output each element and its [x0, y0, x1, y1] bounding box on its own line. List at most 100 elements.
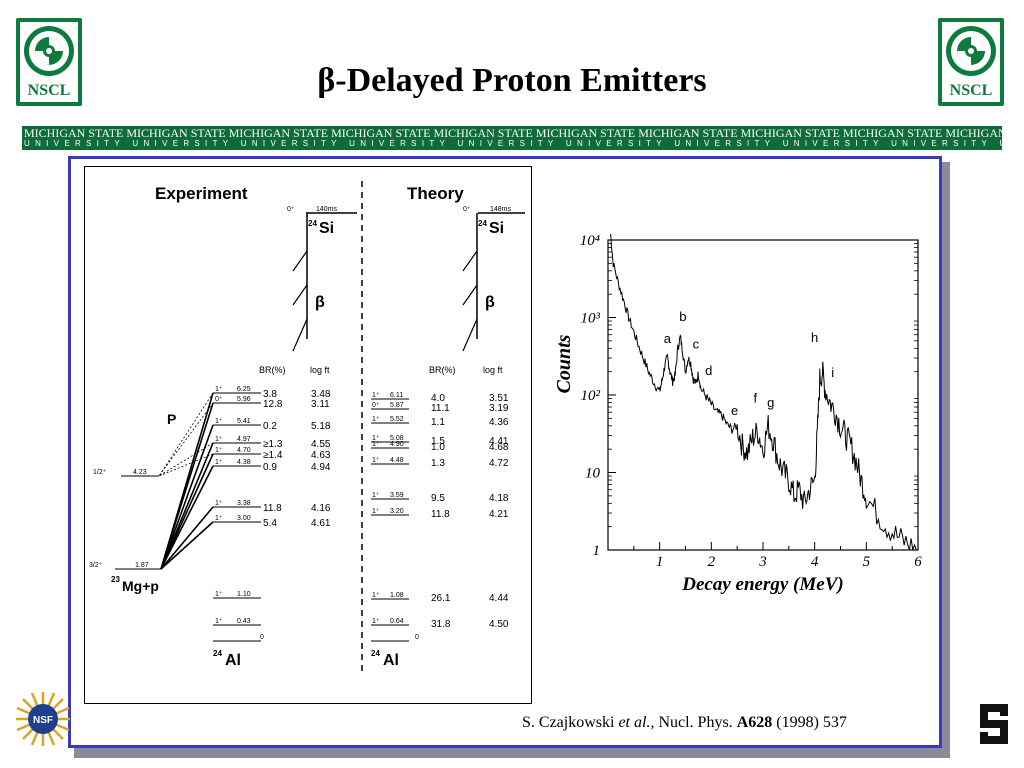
- swirl-icon: [24, 26, 74, 76]
- peak-label: h: [811, 330, 818, 345]
- exp-level-br: 5.4: [263, 518, 277, 529]
- peak-label: f: [753, 391, 757, 406]
- exp-level-logft: 5.18: [311, 421, 331, 432]
- th-level-energy: 5.87: [390, 402, 404, 409]
- th-level-energy: 6.11: [390, 392, 403, 399]
- citation-rest: (1998) 537: [772, 714, 847, 731]
- exp-level-logft: 4.61: [311, 518, 331, 529]
- mg-label: Mg+p: [122, 578, 159, 594]
- th-level-jp: 0⁺: [372, 402, 380, 409]
- th-level-logft: 3.51: [489, 393, 509, 404]
- daughter-mass: 24: [213, 649, 222, 658]
- citation: S. Czajkowski et al., Nucl. Phys. A628 (…: [522, 714, 847, 732]
- th-level-br: 26.1: [431, 593, 451, 604]
- citation-authors: S. Czajkowski: [522, 714, 619, 731]
- th-level-energy: 5.08: [390, 435, 404, 442]
- proton-line: [160, 402, 214, 570]
- exp-level-logft: 4.94: [311, 462, 331, 473]
- th-level-logft: 4.50: [489, 619, 509, 630]
- th-level-jp: 1⁺: [372, 435, 380, 442]
- x-tick-label: 4: [811, 554, 819, 570]
- x-tick-label: 5: [863, 554, 871, 570]
- mg-mass: 23: [111, 575, 120, 584]
- exp-level-br: 0.9: [263, 462, 277, 473]
- th-level-energy: 3.59: [390, 492, 404, 499]
- col-br: BR(%): [259, 365, 286, 375]
- exp-level-jp: 1⁺: [215, 459, 223, 466]
- exp-level-energy: 6.25: [237, 386, 251, 393]
- exp-level-jp: 1⁺: [215, 618, 223, 625]
- parent-spin-theory: 0⁺: [463, 206, 471, 213]
- th-level-logft: 4.18: [489, 493, 509, 504]
- col-logft: log ft: [310, 365, 330, 375]
- th-level-jp: 1⁺: [372, 508, 380, 515]
- th-level-logft: 4.36: [489, 417, 509, 428]
- x-axis-label: Decay energy (MeV): [681, 574, 843, 594]
- th-level-jp: 1⁺: [372, 592, 380, 599]
- th-level-jp: 1⁺: [372, 492, 380, 499]
- th-level-br: 4.0: [431, 393, 445, 404]
- exp-level-jp: 1⁺: [215, 418, 223, 425]
- mg-level-a-jp: 1/2⁺: [93, 469, 107, 476]
- th-level-energy: 4.90: [390, 441, 404, 448]
- th-level-jp: 1⁺: [372, 441, 380, 448]
- beta-arrows: [292, 250, 478, 352]
- parent-halflife-theory: 148ms: [490, 206, 512, 213]
- th-level-energy: 0.64: [390, 618, 404, 625]
- exp-level-br: ≥1.3: [263, 439, 283, 450]
- nscl-logo-right: NSCL: [938, 18, 1004, 106]
- exp-level-jp: 1⁺: [215, 591, 223, 598]
- peak-label: e: [731, 403, 738, 418]
- beta-label-theory: β: [485, 294, 495, 311]
- slide-title: β-Delayed Proton Emitters: [317, 62, 707, 99]
- th-level-jp: 1⁺: [372, 457, 380, 464]
- spectrum-line: [610, 234, 918, 551]
- th-level-energy: 4.48: [390, 457, 404, 464]
- exp-level-logft: 3.11: [311, 399, 330, 410]
- th-level-energy: 5.52: [390, 416, 404, 423]
- peak-label: i: [831, 365, 834, 380]
- axis-ticks: [608, 239, 919, 551]
- exp-level-energy: 4.38: [237, 459, 251, 466]
- parent-element: Si: [319, 220, 334, 237]
- level-scheme-figure: Experiment Theory 0⁺ 140ms 24 Si β 0⁺ 14…: [84, 166, 532, 704]
- exp-level-br: ≥1.4: [263, 450, 283, 461]
- nsf-text: NSF: [33, 715, 53, 726]
- exp-level-energy: 3.00: [237, 515, 251, 522]
- th-level-logft: 4.41: [489, 436, 509, 447]
- citation-journal: , Nucl. Phys.: [650, 714, 737, 731]
- th-level-jp: 1⁺: [372, 416, 380, 423]
- proton-line-dashed: [158, 453, 214, 477]
- exp-level-logft: 3.48: [311, 389, 331, 400]
- col-br-theory: BR(%): [429, 365, 456, 375]
- exp-level-energy: 4.97: [237, 436, 251, 443]
- peak-label: c: [693, 336, 700, 351]
- exp-level-jp: 1⁺: [215, 515, 223, 522]
- th-level-energy: 3.20: [390, 508, 404, 515]
- th-level-br: 1.1: [431, 417, 445, 428]
- th-level-logft: 4.44: [489, 593, 509, 604]
- parent-halflife: 140ms: [316, 206, 338, 213]
- daughter-mass-theory: 24: [371, 649, 380, 658]
- proton-line: [160, 465, 214, 570]
- citation-etal: et al.: [618, 714, 651, 731]
- proton-label: P: [167, 411, 176, 427]
- y-axis-label: Counts: [553, 334, 575, 393]
- parent-spin: 0⁺: [287, 206, 295, 213]
- msu-banner-top: MICHIGAN STATE MICHIGAN STATE MICHIGAN S…: [24, 126, 1002, 140]
- mg-level-a-energy: 4.23: [133, 469, 147, 476]
- proton-line-dashed: [158, 442, 214, 477]
- th-level-br: 9.5: [431, 493, 445, 504]
- exp-level-energy: 5.96: [237, 396, 251, 403]
- proton-line: [160, 424, 214, 570]
- swirl-icon: [946, 26, 996, 76]
- peak-label: g: [767, 395, 774, 410]
- x-tick-label: 6: [914, 554, 922, 570]
- th-level-logft: 3.19: [489, 403, 509, 414]
- parent-mass: 24: [308, 219, 317, 228]
- citation-volume: A628: [736, 714, 773, 731]
- th-level-logft: 4.72: [489, 458, 509, 469]
